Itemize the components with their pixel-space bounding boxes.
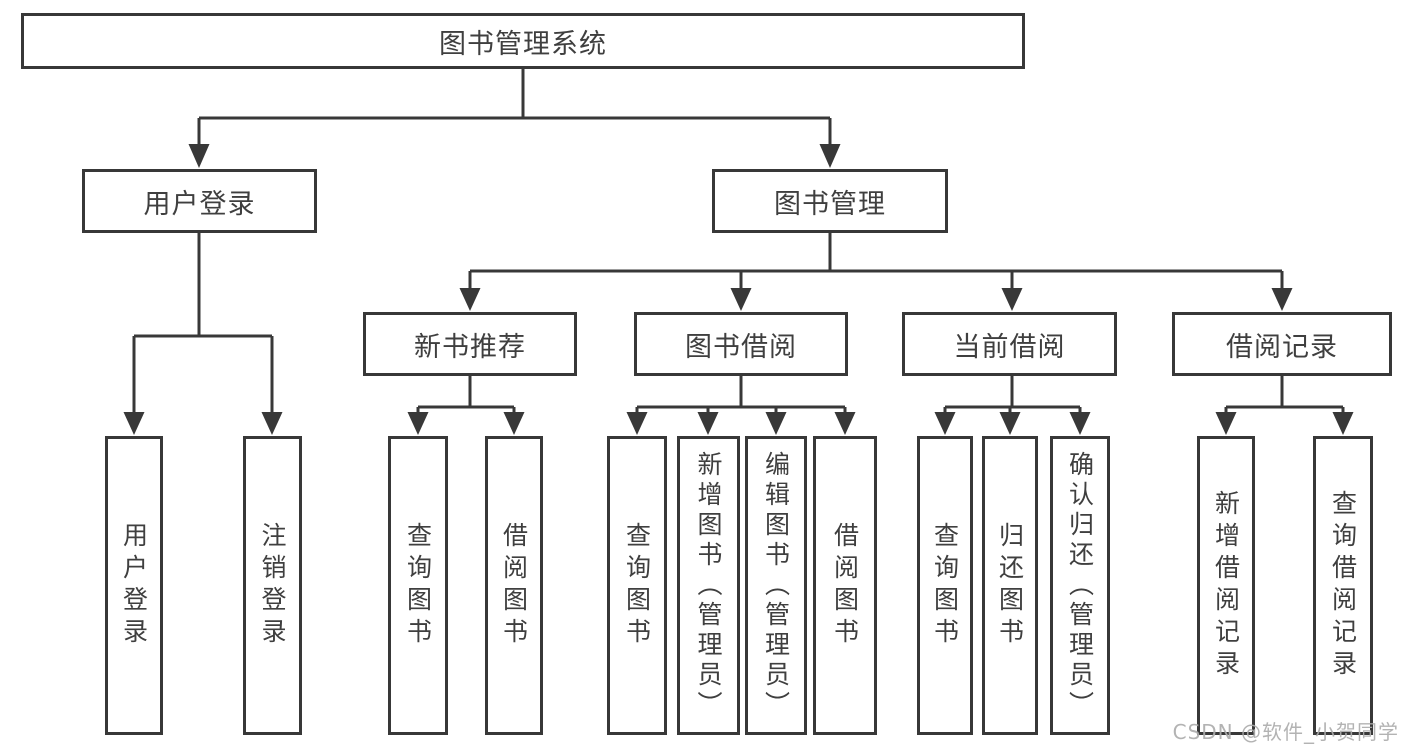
node-leaf-edit-book-admin: 编辑图书（管理员）: [745, 436, 807, 735]
node-label: 图书管理系统: [439, 28, 607, 60]
node-leaf-add-book-admin: 新增图书（管理员）: [677, 436, 740, 735]
node-leaf-user-login: 用户登录: [105, 436, 163, 735]
node-label: 图书管理: [774, 188, 886, 220]
node-label: 图书借阅: [685, 331, 797, 363]
node-label: 查询图书: [622, 521, 652, 650]
node-leaf-recommend-borrow-book: 借阅图书: [485, 436, 543, 735]
node-label: 新书推荐: [414, 331, 526, 363]
node-new-book-recommend: 新书推荐: [363, 312, 577, 376]
node-book-management: 图书管理: [712, 169, 948, 233]
node-label: 查询图书: [930, 521, 960, 650]
node-label: 归还图书: [995, 521, 1025, 650]
node-leaf-confirm-return-admin: 确认归还（管理员）: [1050, 436, 1110, 735]
node-borrow-record: 借阅记录: [1172, 312, 1392, 376]
node-current-borrow: 当前借阅: [902, 312, 1117, 376]
node-label: 确认归还（管理员）: [1065, 450, 1095, 721]
node-leaf-query-borrow-record: 查询借阅记录: [1313, 436, 1373, 735]
node-leaf-borrow-query-book: 查询图书: [607, 436, 667, 735]
node-label: 新增借阅记录: [1211, 489, 1241, 682]
node-label: 当前借阅: [953, 331, 1066, 363]
node-label: 查询借阅记录: [1328, 489, 1358, 682]
node-label: 注销登录: [258, 521, 287, 650]
node-leaf-current-query-book: 查询图书: [917, 436, 973, 735]
node-user-login: 用户登录: [82, 169, 317, 233]
csdn-watermark: CSDN @软件_小贺同学: [1172, 720, 1399, 744]
node-label: 用户登录: [143, 188, 256, 220]
node-library-management-system: 图书管理系统: [21, 13, 1025, 69]
node-leaf-return-book: 归还图书: [982, 436, 1038, 735]
node-book-borrow: 图书借阅: [634, 312, 848, 376]
node-leaf-logout: 注销登录: [243, 436, 302, 735]
node-label: 新增图书（管理员）: [694, 450, 723, 721]
node-leaf-recommend-query-book: 查询图书: [388, 436, 448, 735]
node-label: 编辑图书（管理员）: [761, 450, 791, 721]
node-label: 查询图书: [403, 521, 433, 650]
node-label: 借阅图书: [830, 521, 860, 650]
node-label: 借阅图书: [499, 521, 529, 650]
node-leaf-borrow-borrow-book: 借阅图书: [813, 436, 877, 735]
node-label: 借阅记录: [1226, 331, 1338, 363]
node-label: 用户登录: [119, 521, 149, 650]
node-leaf-add-borrow-record: 新增借阅记录: [1197, 436, 1255, 735]
